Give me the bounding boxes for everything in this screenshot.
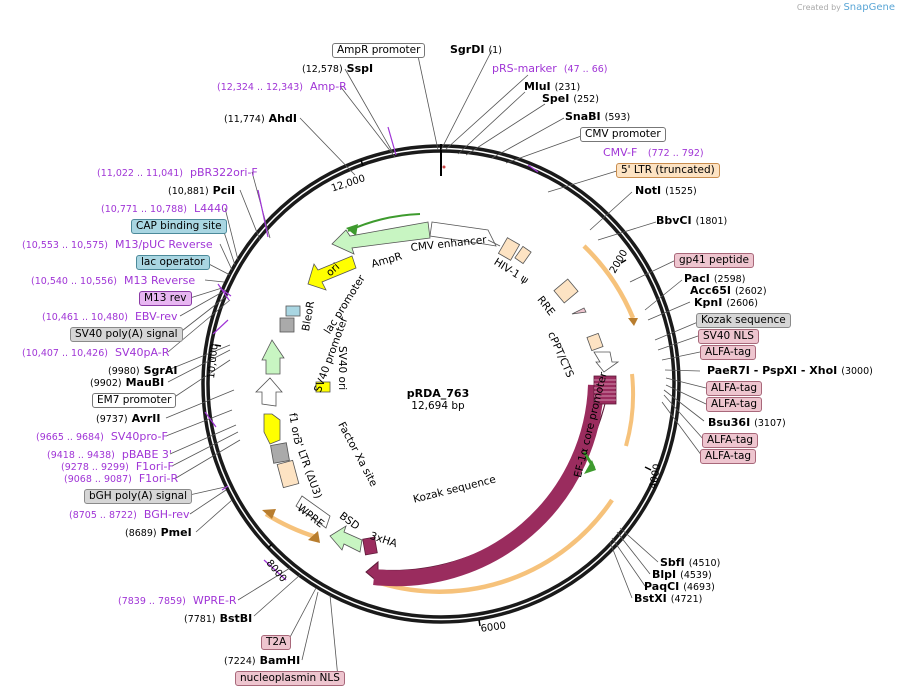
primer-markers [204,126,539,581]
tag-alfa-2[interactable]: ALFA-tag [706,381,763,396]
tag-cap-binding-site[interactable]: CAP binding site [131,219,227,234]
tag-alfa-4[interactable]: ALFA-tag [702,433,759,448]
site-sspi[interactable]: (12,578)SspI [302,62,374,75]
tag-kozak-sequence[interactable]: Kozak sequence [696,313,791,328]
tag-em7-promoter[interactable]: EM7 promoter [92,393,177,408]
snapgene-logo: SnapGene [843,2,895,13]
site-paqci[interactable]: PaqCI(4693) [644,580,715,593]
site-snabi[interactable]: SnaBI(593) [565,110,631,123]
site-spei[interactable]: SpeI(252) [542,92,599,105]
site-sgrai[interactable]: (9980)SgrAI [108,364,178,377]
site-acc65i[interactable]: Acc65I(2602) [690,284,767,297]
outer-arc-bottom [379,498,614,594]
site-paci[interactable]: PacI(2598) [684,272,746,285]
plasmid-name: pRDA_763 [406,387,470,400]
tag-alfa-1[interactable]: ALFA-tag [700,345,757,360]
site-ahdi[interactable]: (11,774)AhdI [224,112,297,125]
tick-marks [214,159,652,627]
tag-cmv-promoter[interactable]: CMV promoter [580,127,666,142]
primer-sv40pa-r[interactable]: (10,407 .. 10,426) SV40pA-R [22,346,170,359]
site-pcii[interactable]: (10,881)PciI [168,184,236,197]
tag-sv40-polya[interactable]: SV40 poly(A) signal [70,327,183,342]
tag-gp41-peptide[interactable]: gp41 peptide [674,253,754,268]
site-bamhi[interactable]: (7224)BamHI [224,654,301,667]
primer-m13-reverse[interactable]: (10,540 .. 10,556) M13 Reverse [31,274,196,287]
primer-prs-marker[interactable]: pRS-marker (47 .. 66) [492,62,608,75]
created-by-label: Created by SnapGene [796,2,895,13]
primer-sv40pro-f[interactable]: (9665 .. 9684) SV40pro-F [36,430,168,443]
site-bstbi[interactable]: (7781)BstBI [184,612,253,625]
site-sbfi[interactable]: SbfI(4510) [660,556,721,569]
site-avrii[interactable]: (9737)AvrII [96,412,161,425]
primer-pbr322ori-f[interactable]: (11,022 .. 11,041) pBR322ori-F [97,166,258,179]
tag-bgh-polya[interactable]: bGH poly(A) signal [84,489,193,504]
tag-m13-rev[interactable]: M13 rev [139,291,192,306]
primer-bgh-rev[interactable]: (8705 .. 8722) BGH-rev [69,508,190,521]
outer-arc-alfa [624,373,636,447]
tag-sv40-nls[interactable]: SV40 NLS [698,329,759,344]
primer-cmv-f[interactable]: CMV-F (772 .. 792) [603,146,704,159]
primer-wpre-r[interactable]: (7839 .. 7859) WPRE-R [118,594,237,607]
plasmid-length: 12,694 bp [411,400,465,412]
primer-f1ori-f[interactable]: (9278 .. 9299) F1ori-F [61,460,174,473]
site-bsu36i[interactable]: Bsu36I(3107) [708,416,786,429]
outer-arc-2000 [582,244,636,319]
tag-alfa-3[interactable]: ALFA-tag [706,397,763,412]
primer-ebv-rev[interactable]: (10,461 .. 10,480) EBV-rev [42,310,178,323]
tag-t2a[interactable]: T2A [261,635,292,650]
tag-ampr-promoter[interactable]: AmpR promoter [332,43,426,58]
ascpf1-band [373,384,604,587]
primer-pbabe3[interactable]: (9418 .. 9438) pBABE 3' [47,448,172,461]
primer-f1ori-r[interactable]: (9068 .. 9087) F1ori-R [64,472,179,485]
tag-alfa-5[interactable]: ALFA-tag [700,449,757,464]
site-bstxi[interactable]: BstXI(4721) [634,592,703,605]
inner-features [255,213,620,556]
site-maubi[interactable]: (9902)MauBI [90,376,165,389]
tag-nucleoplasmin-nls[interactable]: nucleoplasmin NLS [235,671,345,686]
site-blpi[interactable]: BlpI(4539) [652,568,712,581]
tag-5ltr-truncated[interactable]: 5' LTR (truncated) [616,163,720,178]
site-kpni[interactable]: KpnI(2606) [694,296,758,309]
site-pmei[interactable]: (8689)PmeI [125,526,192,539]
site-bbvci[interactable]: BbvCI(1801) [656,214,728,227]
primer-amp-r[interactable]: (12,324 .. 12,343) Amp-R [217,80,347,93]
site-sgrdi[interactable]: SgrDI(1) [450,43,502,56]
primer-m13-puc-reverse[interactable]: (10,553 .. 10,575) M13/pUC Reverse [22,238,213,251]
site-noti[interactable]: NotI(1525) [635,184,697,197]
leader-lines [165,49,707,679]
site-paer7i[interactable]: PaeR7I - PspXI - XhoI(3000) [707,364,873,377]
tag-lac-operator[interactable]: lac operator [136,255,210,270]
primer-l4440[interactable]: (10,771 .. 10,788) L4440 [101,202,229,215]
site-mlui[interactable]: MluI(231) [524,80,581,93]
